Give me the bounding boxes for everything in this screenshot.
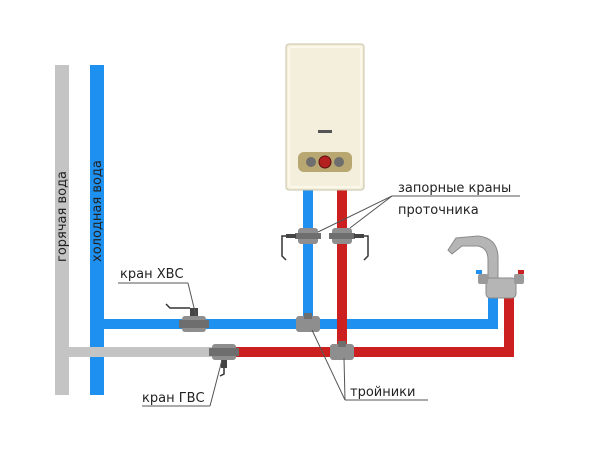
mixer-faucet-icon bbox=[447, 235, 524, 299]
hot-riser-valve bbox=[209, 344, 239, 377]
cold-water-riser bbox=[90, 65, 104, 395]
hot-valve-label: кран ГВС bbox=[142, 391, 205, 406]
hot-valve-leader-line bbox=[142, 359, 223, 407]
gas-water-heater-icon bbox=[285, 43, 365, 191]
tees-leader-lines bbox=[311, 329, 428, 401]
hot-main-pipe-gray bbox=[69, 347, 219, 357]
shutoff-leader-lines bbox=[317, 195, 520, 233]
hot-faucet-riser bbox=[504, 298, 514, 357]
hot-water-riser bbox=[55, 65, 69, 395]
cold-tee-fitting bbox=[296, 313, 320, 332]
cold-riser-label: холодная вода bbox=[90, 160, 105, 262]
hot-tee-fitting bbox=[330, 341, 354, 360]
hot-riser-label: горячая вода bbox=[55, 171, 70, 262]
hot-heater-pipe bbox=[337, 190, 347, 357]
cold-valve-leader-line bbox=[118, 282, 197, 317]
cold-faucet-riser bbox=[488, 298, 498, 329]
cold-riser-valve bbox=[165, 303, 209, 332]
tees-label: тройники bbox=[350, 385, 415, 400]
shutoff-valves-label-line1: запорные краны bbox=[398, 181, 511, 196]
cold-valve-label: кран ХВС bbox=[120, 267, 184, 282]
hot-main-pipe bbox=[219, 347, 514, 357]
heater-hot-shutoff-valve bbox=[329, 228, 369, 261]
heater-cold-shutoff-valve bbox=[281, 228, 321, 261]
cold-heater-pipe bbox=[303, 190, 313, 329]
shutoff-valves-label-line2: проточника bbox=[398, 203, 479, 218]
